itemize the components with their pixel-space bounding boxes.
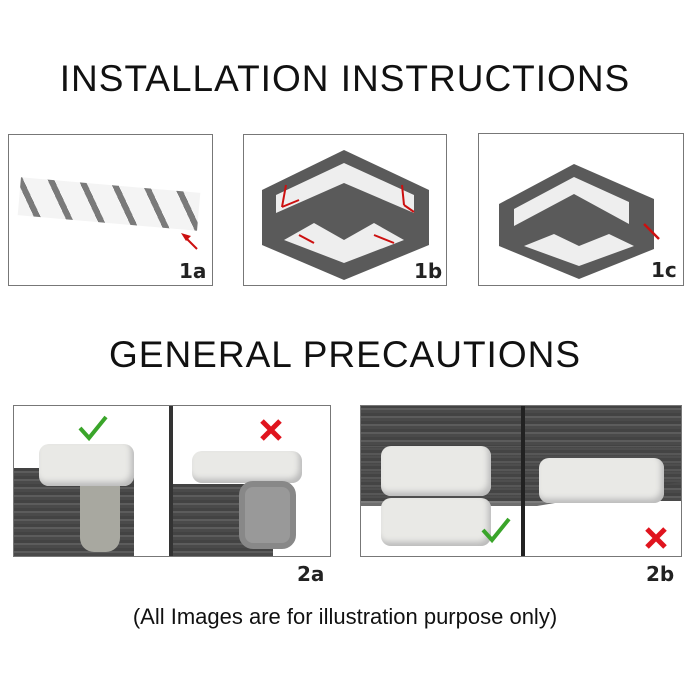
step-label: 1a xyxy=(179,259,207,283)
divider xyxy=(169,406,173,556)
cross-icon xyxy=(645,527,667,549)
step-1b-panel: 1b xyxy=(243,134,447,286)
stacked-guard-top xyxy=(381,446,491,496)
correct-guard-image xyxy=(39,444,134,486)
cross-icon xyxy=(260,419,282,441)
precautions-title: GENERAL PRECAUTIONS xyxy=(109,334,581,375)
installation-title: INSTALLATION INSTRUCTIONS xyxy=(59,58,631,99)
stacked-guard-bottom xyxy=(381,498,491,546)
check-icon xyxy=(481,517,511,544)
precaution-2b-panel xyxy=(360,405,682,557)
step-1c-panel: 1c xyxy=(478,133,684,286)
guard-side xyxy=(80,486,120,552)
red-arrow-icon xyxy=(181,233,198,250)
precaution-label: 2a xyxy=(297,562,325,586)
step-label: 1c xyxy=(651,258,677,282)
corner-guard-image xyxy=(499,164,660,279)
divider xyxy=(521,406,525,556)
single-guard-image xyxy=(539,458,664,503)
illustration-disclaimer: (All Images are for illustration purpose… xyxy=(132,604,558,629)
incorrect-guard-image xyxy=(192,451,302,483)
step-label: 1b xyxy=(414,259,443,283)
precaution-label: 2b xyxy=(646,562,675,586)
guard-side xyxy=(239,481,296,549)
precaution-2a-panel xyxy=(13,405,331,557)
corner-guard-image xyxy=(262,150,429,280)
adhesive-tape-image xyxy=(17,177,201,231)
check-icon xyxy=(78,415,108,442)
step-1a-panel: 1a xyxy=(8,134,213,286)
